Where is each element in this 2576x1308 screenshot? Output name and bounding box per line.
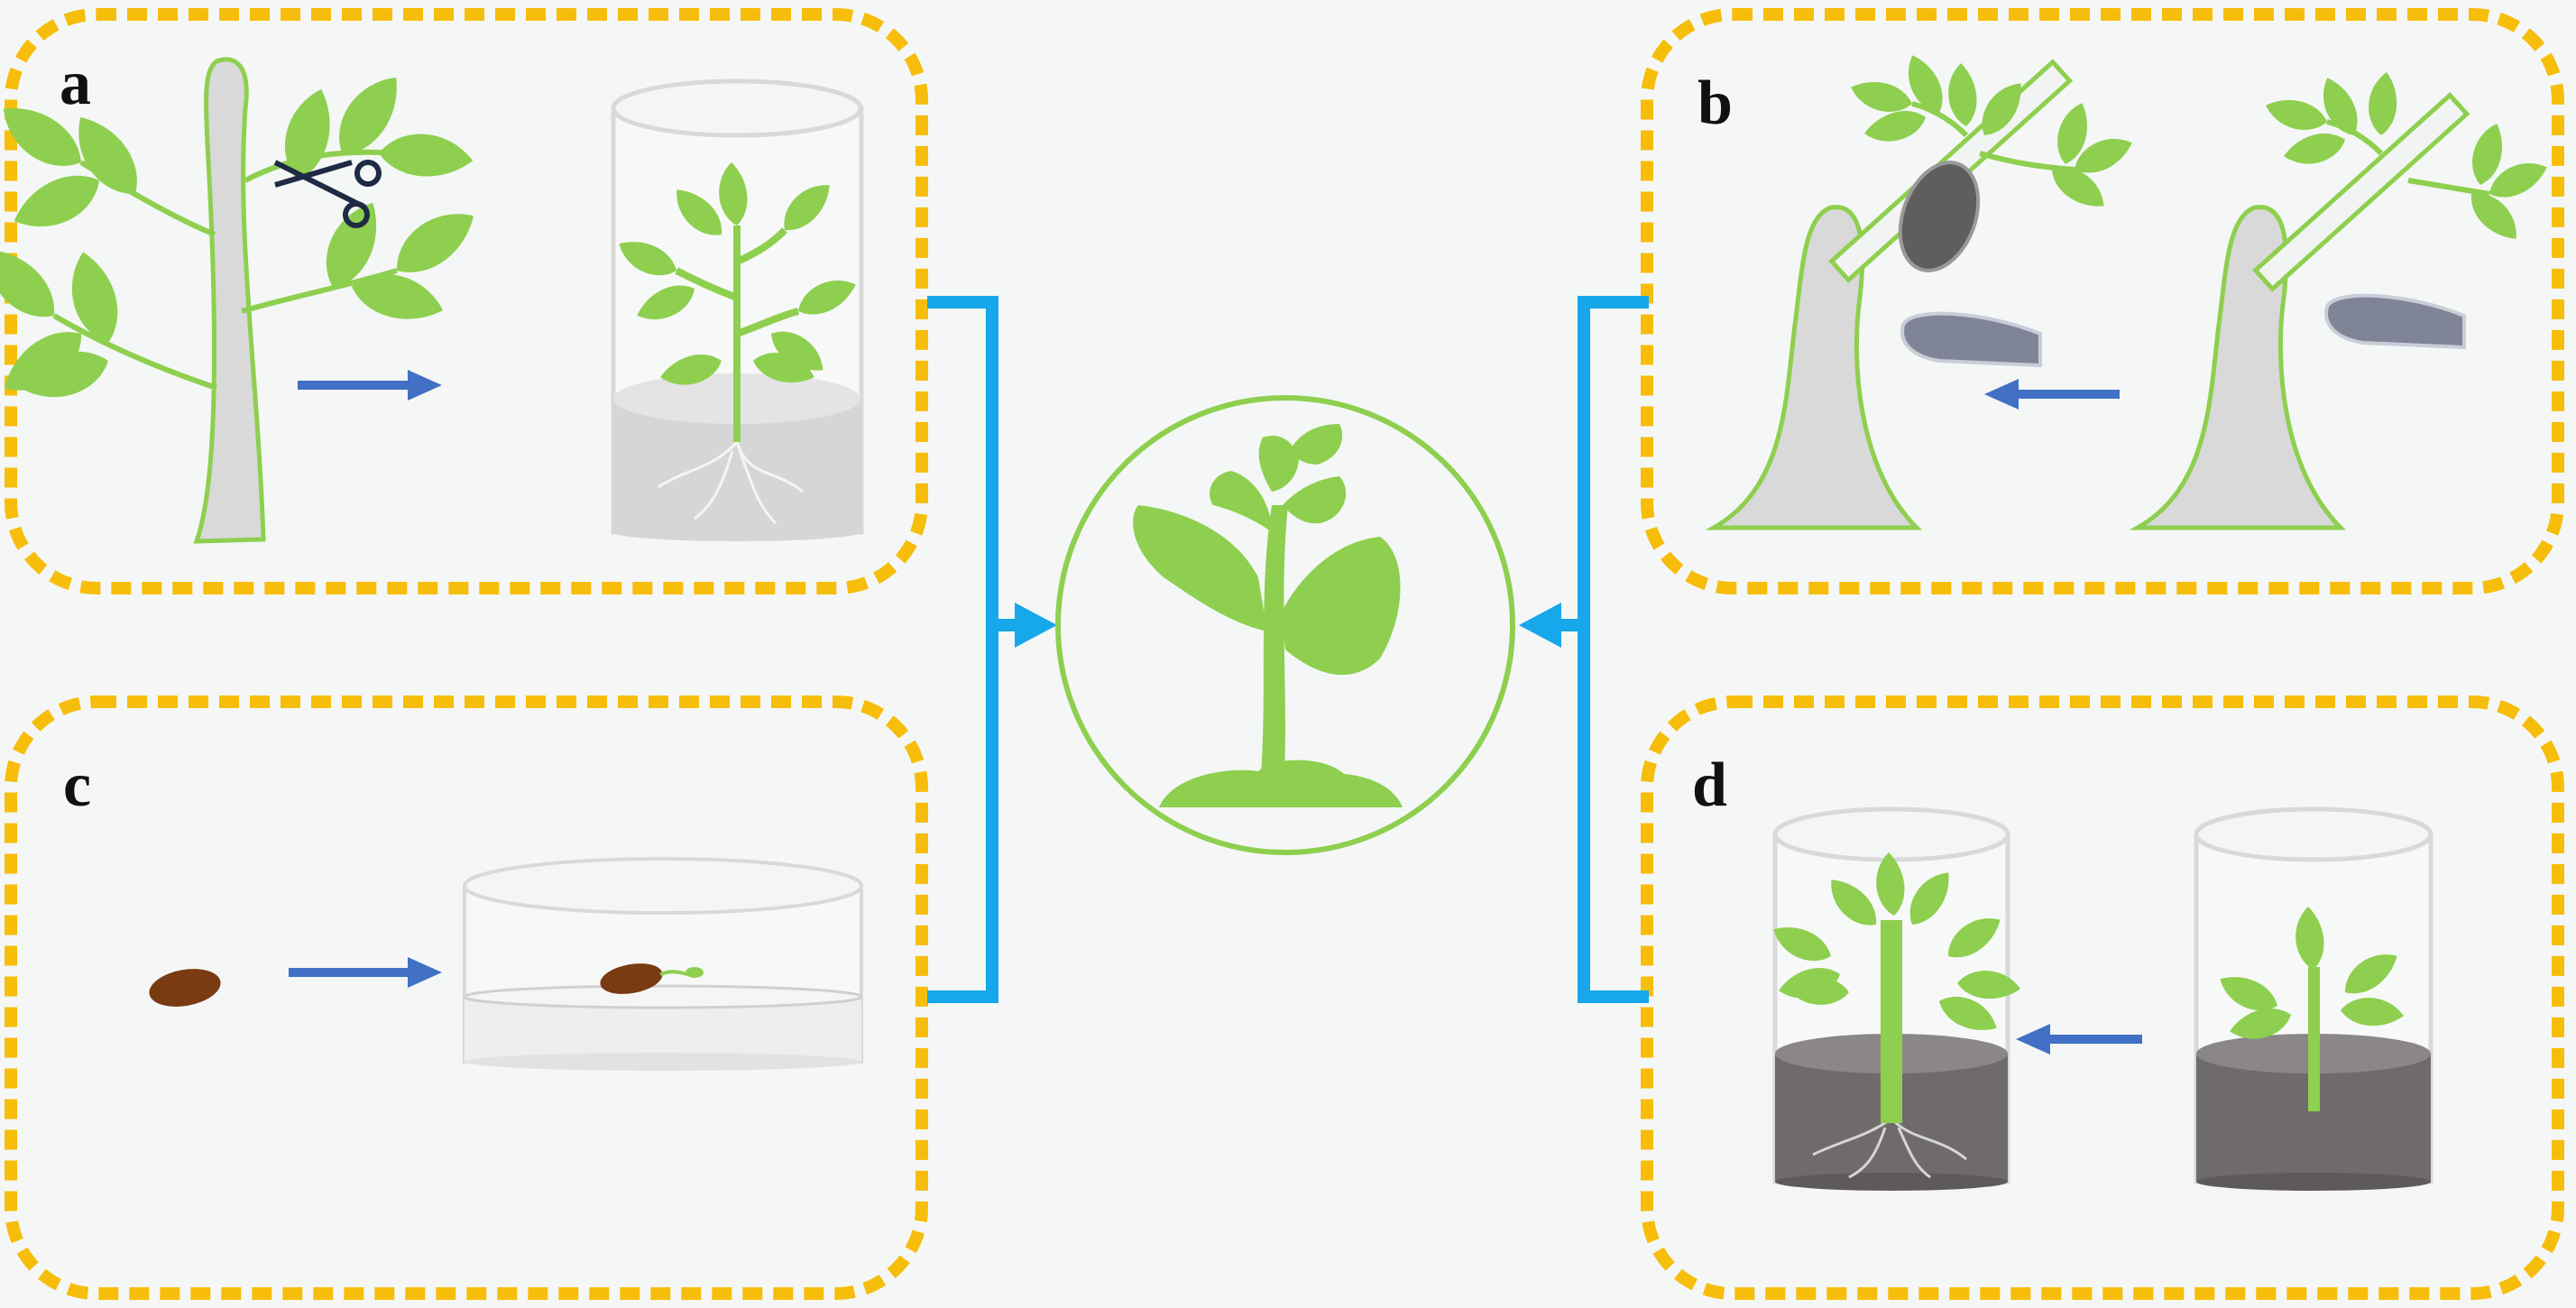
panel-b-prepared-rootstock xyxy=(2129,69,2553,530)
panel-d-border xyxy=(1641,695,2564,1300)
plant-seedling-icon xyxy=(1133,424,1403,807)
panel-a-jar-rooted-cutting xyxy=(611,78,864,541)
panel-label-a: a xyxy=(60,49,91,118)
panel-a-arrow xyxy=(298,370,442,401)
right-connector xyxy=(1548,296,1649,1003)
panel-d-jar-cutting xyxy=(2194,806,2433,1191)
panel-c-petri-dish xyxy=(463,857,863,1071)
panel-d-arrow xyxy=(2016,1024,2142,1055)
panel-b-grafted-plant xyxy=(1705,50,2138,530)
panel-label-c: c xyxy=(63,751,92,820)
grafting-knife-icon xyxy=(1900,311,2042,368)
panel-b-arrow xyxy=(1984,379,2120,410)
panel-c-seed xyxy=(149,969,221,1007)
panel-c-arrow xyxy=(289,957,442,988)
right-connector-arrowhead xyxy=(1519,603,1561,648)
panel-label-d: d xyxy=(1692,751,1727,820)
panel-d-jar-rooted-plant xyxy=(1767,806,2023,1191)
panel-c-border xyxy=(5,695,928,1300)
left-connector xyxy=(927,296,1028,1003)
left-connector-arrowhead xyxy=(1015,603,1057,648)
scissors-icon xyxy=(273,160,382,228)
panel-a-mother-plant xyxy=(0,57,486,544)
panel-label-b: b xyxy=(1697,69,1733,138)
